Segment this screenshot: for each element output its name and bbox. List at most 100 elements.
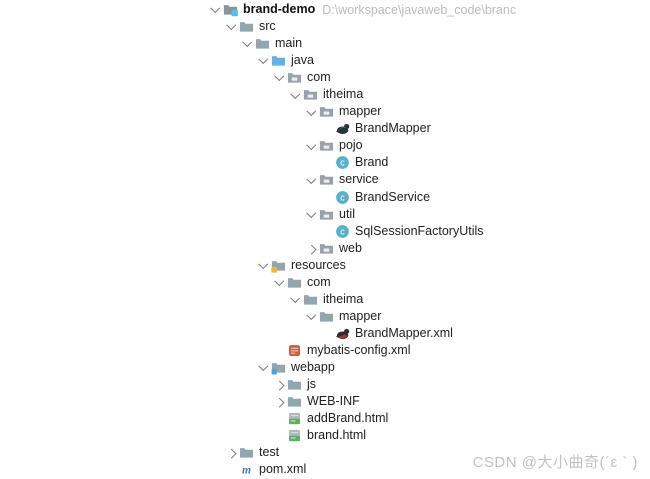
chevron-spacer <box>272 343 286 357</box>
tree-item-label: webapp <box>291 360 335 374</box>
html-file-icon <box>287 411 302 426</box>
chevron-spacer <box>224 463 238 477</box>
tree-item-label: com <box>307 274 331 289</box>
package-icon <box>303 87 318 102</box>
tree-row[interactable]: com <box>0 69 650 86</box>
tree-item-label: js <box>307 377 317 392</box>
tree-item-label: resources <box>291 257 346 272</box>
tree-row[interactable]: c Brand <box>0 154 650 171</box>
tree-item-label: addBrand.html <box>307 411 389 426</box>
chevron-spacer <box>320 190 334 204</box>
tree-row[interactable]: WEB-INF <box>0 393 650 410</box>
chevron-spacer <box>272 412 286 426</box>
tree-item-label: web <box>339 240 362 255</box>
tree-item-label: service <box>339 172 379 187</box>
tree-row[interactable]: BrandMapper <box>0 120 650 137</box>
tree-item-label: mapper <box>339 308 382 323</box>
svg-text:c: c <box>340 158 345 168</box>
tree-item-label: itheima <box>323 87 364 102</box>
chevron-spacer <box>320 326 334 340</box>
svg-text:c: c <box>340 226 345 236</box>
chevron-spacer <box>320 122 334 136</box>
package-icon <box>319 138 334 153</box>
tree-row[interactable]: mybatis-config.xml <box>0 342 650 359</box>
java-class-icon: c <box>335 224 350 239</box>
chevron-spacer <box>272 429 286 443</box>
chevron-spacer <box>320 156 334 170</box>
chevron-down-icon[interactable] <box>304 173 318 187</box>
chevron-down-icon[interactable] <box>256 54 270 68</box>
chevron-right-icon[interactable] <box>272 395 286 409</box>
svg-text:c: c <box>340 192 345 202</box>
chevron-down-icon[interactable] <box>256 258 270 272</box>
tree-row[interactable]: c SqlSessionFactoryUtils <box>0 223 650 240</box>
tree-row[interactable]: brand.html <box>0 427 650 444</box>
tree-row[interactable]: resources <box>0 257 650 274</box>
tree-row[interactable]: web <box>0 240 650 257</box>
tree-row[interactable]: addBrand.html <box>0 410 650 427</box>
chevron-down-icon[interactable] <box>288 88 302 102</box>
tree-item-label: pom.xml <box>259 462 307 477</box>
chevron-down-icon[interactable] <box>224 20 238 34</box>
tree-item-label: itheima <box>323 291 364 306</box>
tree-item-label: BrandMapper.xml <box>355 325 453 340</box>
tree-item-label: mapper <box>339 104 382 119</box>
folder-icon <box>319 309 334 324</box>
tree-row[interactable]: test <box>0 444 650 461</box>
tree-row[interactable]: service <box>0 171 650 188</box>
tree-row[interactable]: src <box>0 18 650 35</box>
chevron-right-icon[interactable] <box>304 241 318 255</box>
tree-item-label: main <box>275 36 303 51</box>
mybatis-mapper-icon <box>335 121 350 136</box>
folder-icon <box>239 445 254 460</box>
tree-item-label: Brand <box>355 155 389 170</box>
tree-row[interactable]: webapp <box>0 359 650 376</box>
package-icon <box>319 172 334 187</box>
chevron-right-icon[interactable] <box>272 378 286 392</box>
tree-row[interactable]: util <box>0 206 650 223</box>
chevron-down-icon[interactable] <box>240 37 254 51</box>
html-file-icon <box>287 428 302 443</box>
tree-row[interactable]: mapper <box>0 308 650 325</box>
tree-row[interactable]: pojo <box>0 137 650 154</box>
tree-item-label: test <box>259 445 280 460</box>
folder-icon <box>287 275 302 290</box>
source-root-folder-icon <box>271 53 286 68</box>
svg-text:m: m <box>242 464 251 477</box>
java-class-icon: c <box>335 190 350 205</box>
tree-row[interactable]: js <box>0 376 650 393</box>
tree-item-label: com <box>307 70 331 85</box>
java-class-icon: c <box>335 155 350 170</box>
project-folder-icon <box>223 2 238 17</box>
package-icon <box>319 207 334 222</box>
tree-row[interactable]: main <box>0 35 650 52</box>
tree-item-label: brand-demo <box>243 2 316 17</box>
chevron-down-icon[interactable] <box>208 3 222 17</box>
tree-row[interactable]: BrandMapper.xml <box>0 325 650 342</box>
chevron-down-icon[interactable] <box>288 292 302 306</box>
chevron-down-icon[interactable] <box>304 139 318 153</box>
tree-item-label: brand.html <box>307 428 367 443</box>
chevron-down-icon[interactable] <box>272 71 286 85</box>
tree-row[interactable]: mapper <box>0 103 650 120</box>
package-icon <box>319 104 334 119</box>
tree-row[interactable]: itheima <box>0 86 650 103</box>
folder-icon <box>303 292 318 307</box>
xml-file-icon <box>287 343 302 358</box>
tree-row[interactable]: com <box>0 274 650 291</box>
chevron-right-icon[interactable] <box>224 446 238 460</box>
tree-row[interactable]: java <box>0 52 650 69</box>
tree-item-label: SqlSessionFactoryUtils <box>355 223 484 238</box>
tree-row[interactable]: m pom.xml <box>0 461 650 478</box>
chevron-down-icon[interactable] <box>304 207 318 221</box>
chevron-down-icon[interactable] <box>304 105 318 119</box>
chevron-down-icon[interactable] <box>256 361 270 375</box>
chevron-down-icon[interactable] <box>304 309 318 323</box>
tree-item-label: BrandMapper <box>355 121 431 136</box>
tree-row[interactable]: itheima <box>0 291 650 308</box>
chevron-down-icon[interactable] <box>272 275 286 289</box>
maven-file-icon: m <box>239 462 254 477</box>
